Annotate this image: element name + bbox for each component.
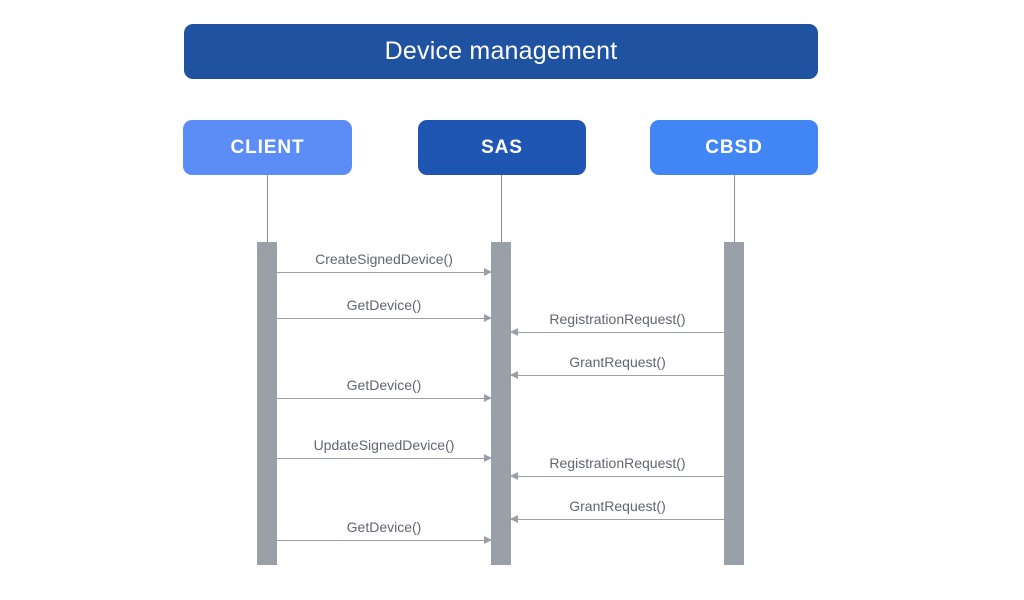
message-line bbox=[511, 476, 724, 477]
arrowhead-right-icon bbox=[484, 394, 492, 402]
arrowhead-right-icon bbox=[484, 454, 492, 462]
message-label: GetDevice() bbox=[346, 377, 422, 393]
message-label: GrantRequest() bbox=[569, 498, 666, 514]
arrowhead-left-icon bbox=[510, 472, 518, 480]
message-line bbox=[277, 272, 491, 273]
arrowhead-left-icon bbox=[510, 371, 518, 379]
participant-box-client[interactable]: CLIENT bbox=[183, 120, 352, 175]
message-label: RegistrationRequest() bbox=[549, 311, 686, 327]
message-line bbox=[277, 540, 491, 541]
activation-bar-client bbox=[257, 242, 277, 565]
message-label: GetDevice() bbox=[346, 297, 422, 313]
activation-bar-cbsd bbox=[724, 242, 744, 565]
diagram-title-banner: Device management bbox=[184, 24, 818, 79]
message-line bbox=[277, 458, 491, 459]
participant-label-client: CLIENT bbox=[230, 137, 305, 158]
lifeline-sas bbox=[501, 175, 502, 242]
arrowhead-right-icon bbox=[484, 314, 492, 322]
arrowhead-right-icon bbox=[484, 536, 492, 544]
lifeline-client bbox=[267, 175, 268, 242]
arrowhead-right-icon bbox=[484, 268, 492, 276]
activation-bar-sas bbox=[491, 242, 511, 565]
message-line bbox=[511, 332, 724, 333]
lifeline-cbsd bbox=[734, 175, 735, 242]
message-label: RegistrationRequest() bbox=[549, 455, 686, 471]
message-label: GrantRequest() bbox=[569, 354, 666, 370]
message-line bbox=[277, 318, 491, 319]
message-label: GetDevice() bbox=[346, 519, 422, 535]
message-line bbox=[511, 519, 724, 520]
message-label: CreateSignedDevice() bbox=[315, 251, 453, 267]
message-line bbox=[511, 375, 724, 376]
message-label: UpdateSignedDevice() bbox=[313, 437, 455, 453]
participant-label-sas: SAS bbox=[481, 137, 523, 158]
participant-box-cbsd[interactable]: CBSD bbox=[650, 120, 818, 175]
diagram-title-text: Device management bbox=[384, 37, 618, 65]
message-line bbox=[277, 398, 491, 399]
participant-box-sas[interactable]: SAS bbox=[418, 120, 586, 175]
arrowhead-left-icon bbox=[510, 328, 518, 336]
participant-label-cbsd: CBSD bbox=[705, 137, 763, 158]
arrowhead-left-icon bbox=[510, 515, 518, 523]
